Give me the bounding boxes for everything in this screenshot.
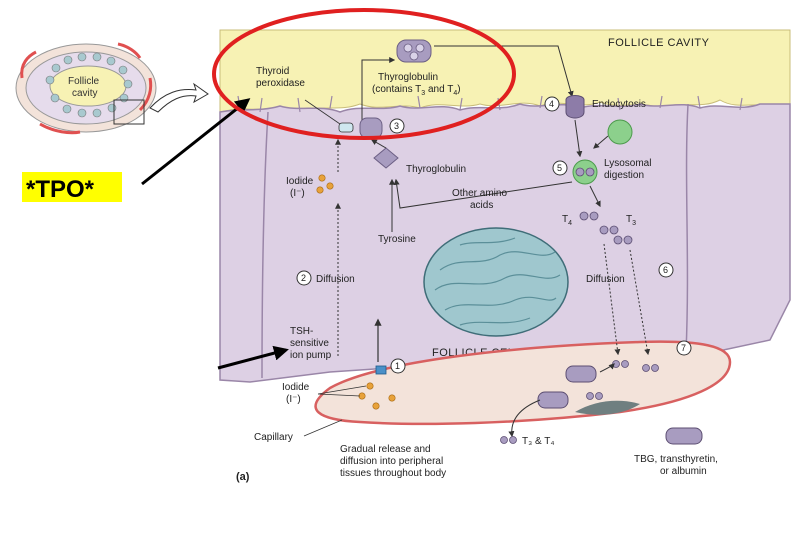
thyroid-peroxidase-label-2: peroxidase [256, 78, 305, 89]
step-1-badge [390, 358, 406, 374]
step-5-number: 5 [557, 163, 562, 173]
endocytosis-label: Endocytosis [592, 99, 646, 110]
amino-acid-recycle-path [393, 178, 573, 209]
step-7-badge [676, 340, 692, 356]
t4-label: T4 [562, 214, 572, 227]
ion-pump-pointer-arrow [217, 345, 289, 370]
iodide-cap-label-2: (I⁻) [286, 394, 301, 405]
endocytosis-vesicle [565, 95, 585, 119]
step-3-badge [389, 118, 405, 134]
capillary-tbg-complexes [537, 360, 659, 409]
capillary-label: Capillary [254, 432, 293, 443]
thyroglobulin-to-membrane-arrow [370, 139, 387, 149]
step-4-number: 4 [549, 99, 554, 109]
step-4-badge [544, 96, 560, 112]
cell-boundary-left [261, 111, 269, 379]
step-2-number: 2 [301, 273, 306, 283]
gradual-release-label-3: tissues throughout body [340, 468, 446, 479]
diffusion-right-arrow-1 [603, 243, 621, 356]
thyroglobulin-mid-label: Thyroglobulin [406, 164, 466, 175]
release-from-capillary-arrow [508, 399, 541, 438]
t3t4-legend-label: T₃ & T₄ [522, 436, 554, 447]
inset-label-line2: cavity [72, 88, 98, 99]
other-amino-label-1: Other amino [452, 188, 507, 199]
step-2-badge [296, 270, 312, 286]
gradual-release-label-1: Gradual release and [340, 444, 431, 455]
iodide-cell-label-2: (I⁻) [290, 188, 305, 199]
iodide-cell-label-1: Iodide [286, 176, 314, 187]
tpo-pointer-arrow [141, 98, 251, 186]
step-3-number: 3 [394, 121, 399, 131]
step-1-number: 1 [395, 361, 400, 371]
tsh-label-2: sensitive [290, 338, 329, 349]
digestion-vesicle-contents [575, 167, 585, 177]
tsh-ion-pump [375, 365, 387, 375]
t3t4-legend-molecule [500, 436, 517, 444]
t3-molecules [599, 225, 633, 245]
step-6-number: 6 [663, 265, 668, 275]
panel-label: (a) [236, 471, 250, 483]
step-7-number: 7 [681, 343, 686, 353]
tyrosine-label: Tyrosine [378, 234, 416, 245]
lysosomal-label-1: Lysosomal [604, 158, 651, 169]
iodide-cap-label-1: Iodide [282, 382, 310, 393]
thyroglobulin-top-label-2: (contains T3 and T4) [372, 84, 461, 97]
lysosome [607, 119, 633, 145]
capillary-iodide-ions [358, 382, 396, 410]
t3-label: T3 [626, 214, 636, 227]
highlight-circle [212, 8, 516, 140]
tbg-legend-label-1: TBG, transthyretin, [634, 454, 718, 465]
capillary-leader-line [303, 419, 343, 437]
inset-zoom-arrow [149, 82, 209, 113]
secretion-to-endocytosis-path [361, 57, 396, 122]
inset-label-line1: Follicle [68, 76, 100, 87]
binding-equilibrium-arrow [599, 363, 615, 373]
lysosomal-label-2: digestion [604, 170, 644, 181]
other-amino-label-2: acids [470, 200, 493, 211]
gradual-release-label-2: diffusion into peripheral [340, 456, 443, 467]
endocytosis-to-digestion-arrow [574, 119, 583, 158]
digestion-vesicle [572, 159, 598, 185]
iodide-cap-leader-2 [317, 385, 367, 395]
tpo-annotation-label: *TPO* [26, 176, 95, 203]
step-5-badge [552, 160, 568, 176]
follicle-inset: Follicle cavity [15, 42, 209, 135]
iodide-cap-leader-1 [317, 393, 361, 397]
chromatin-texture [434, 237, 561, 326]
inset-magnify-box [113, 99, 145, 125]
tbg-legend-label-2: or albumin [660, 466, 707, 477]
tbg-legend-shape [665, 427, 703, 445]
thyroglobulin-top-label-1: Thyroglobulin [378, 72, 438, 83]
thyroid-peroxidase-label-1: Thyroid [256, 66, 289, 77]
follicle-cavity-label: FOLLICLE CAVITY [608, 37, 710, 49]
diffusion-right-arrow-2 [629, 249, 651, 356]
t4-molecule [579, 211, 599, 221]
tsh-label-3: ion pump [290, 350, 332, 361]
peroxidase-leader-line [304, 99, 341, 125]
digestion-vesicle-contents-2 [585, 167, 595, 177]
cell-boundary-right [685, 103, 689, 353]
red-blood-cell [575, 400, 640, 415]
diffusion-left-label: Diffusion [316, 274, 355, 285]
iodide-cell-ions [316, 174, 334, 194]
tsh-label-1: TSH- [290, 326, 313, 337]
step-6-badge [658, 262, 674, 278]
digestion-to-release-arrow [589, 185, 601, 208]
tpo-highlight-box [22, 172, 122, 202]
diffusion-right-label: Diffusion [586, 274, 625, 285]
thyroglobulin-top-molecule [396, 39, 432, 63]
tpo-enzyme-at-membrane [338, 117, 383, 139]
thyroglobulin-mid-molecule [373, 147, 399, 169]
lumen-to-endocytosis-path [434, 45, 574, 98]
lysosome-fusion-arrow [593, 135, 609, 149]
